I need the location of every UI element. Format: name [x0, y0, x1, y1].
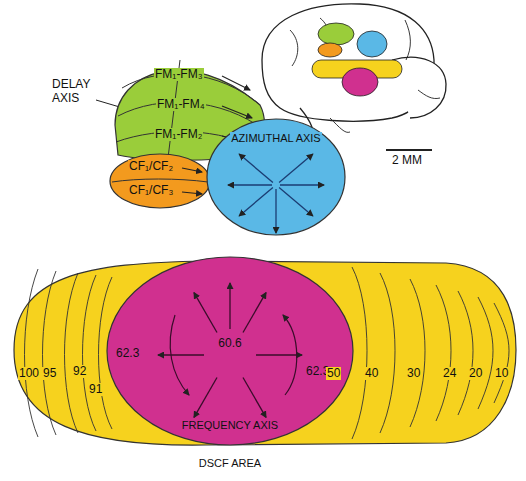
frequency-value: 60.6 — [217, 337, 242, 350]
frequency-value: 30 — [406, 367, 421, 380]
area-label: CF₁/CF₃ — [128, 184, 174, 197]
frequency-value: 91 — [88, 383, 103, 396]
area-label: FM₁-FM₂ — [154, 128, 203, 141]
area-label: FM₁-FM₄ — [156, 98, 206, 111]
area-label: CF₁/CF₂ — [128, 160, 174, 173]
axis-label: DELAY AXIS — [52, 78, 98, 106]
frequency-value: 95 — [42, 367, 57, 380]
area-label: FREQUENCY AXIS — [181, 419, 279, 431]
frequency-value: 10 — [494, 367, 509, 380]
frequency-value: 20 — [468, 367, 483, 380]
area-label: AZIMUTHAL AXIS — [230, 132, 321, 144]
cortex-area: CF₁/CF₂ CF₁/CF₃ — [108, 152, 213, 210]
scale-label: 2 MM — [392, 154, 442, 168]
scale-bar — [386, 149, 432, 151]
cortex-area: AZIMUTHAL AXIS — [205, 117, 347, 237]
inset-areas — [312, 23, 402, 96]
frequency-value: 100 — [18, 367, 40, 380]
frequency-value: 24 — [442, 367, 457, 380]
cortex-area: 10095929150403024201062.360.662.3FREQUEN… — [6, 255, 520, 455]
area-label: DSCF AREA — [198, 457, 262, 469]
frequency-value: 40 — [364, 367, 379, 380]
frequency-value: 92 — [72, 365, 87, 378]
frequency-value: 50 — [326, 367, 341, 380]
cortex-area: 62.360.662.3FREQUENCY AXISDSCF AREA — [105, 255, 355, 447]
area-label: FM₁-FM₃ — [154, 68, 204, 81]
frequency-value: 62.3 — [115, 347, 140, 360]
